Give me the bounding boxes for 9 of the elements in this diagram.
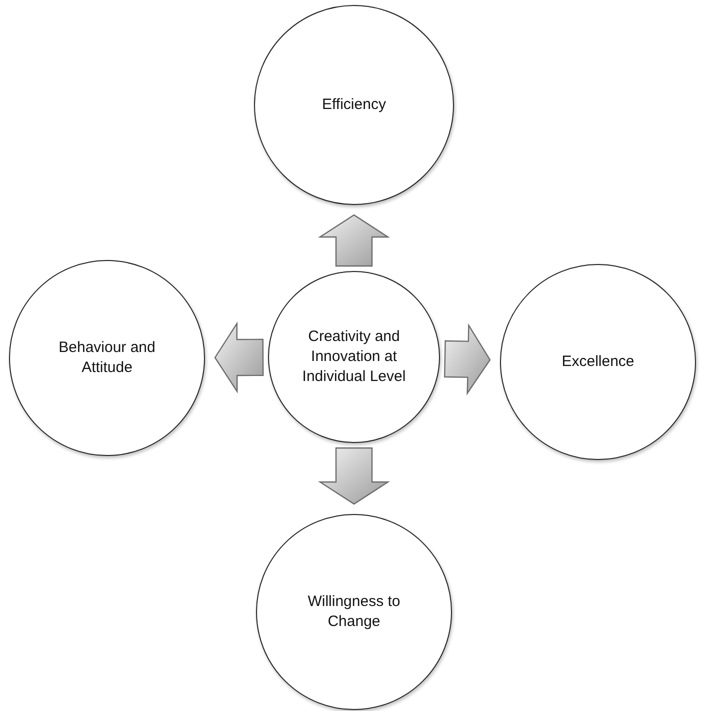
block-arrow: [444, 323, 491, 396]
node-label: Excellence: [562, 352, 634, 372]
block-arrow: [214, 321, 264, 394]
node-label: Creativity and Innovation at Individual Level: [301, 327, 407, 387]
node-label: Willingness to Change: [306, 592, 402, 632]
node-label: Behaviour and Attitude: [58, 338, 156, 378]
node-label: Efficiency: [322, 95, 386, 115]
block-arrow: [318, 447, 390, 505]
block-arrow: [318, 214, 390, 267]
